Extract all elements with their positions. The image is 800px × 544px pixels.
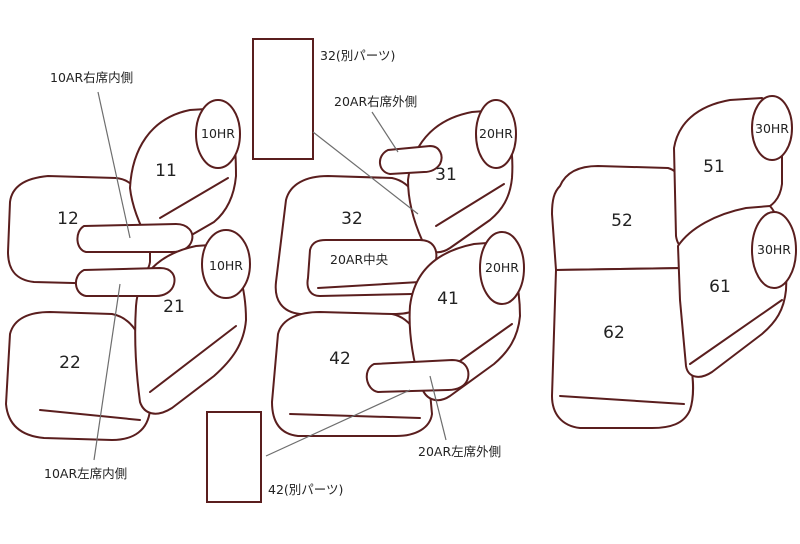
armrest-20ar-center-seam — [317, 281, 421, 289]
headrest-row2-upper — [475, 99, 517, 169]
headrest-row1-lower — [201, 229, 251, 299]
armrest-20ar-left-outer — [365, 359, 470, 393]
part-number-12: 12 — [57, 209, 79, 229]
leader-10ar-left-inner — [93, 283, 121, 461]
armrest-10ar-right-inner — [76, 223, 194, 253]
row1-seat-group — [5, 99, 251, 441]
row3-seat-group — [551, 95, 797, 429]
armrest-20ar-right-outer — [379, 145, 443, 175]
leader-lines — [93, 91, 447, 461]
seat-cushion-62-seam — [559, 395, 685, 405]
headrest-row3-lower — [751, 211, 797, 289]
headrest-label-row1-lower: 10HR — [209, 258, 243, 273]
seat-back-21-seam — [149, 325, 237, 393]
leader-part42 — [265, 389, 411, 457]
headrest-row1-upper — [195, 99, 241, 169]
seat-cushion-22-seam — [39, 409, 141, 421]
headrest-label-row2-lower: 20HR — [485, 260, 519, 275]
seat-cushion-62 — [551, 267, 694, 429]
leader-part32 — [312, 131, 419, 215]
leader-20ar-left-outer — [429, 375, 447, 441]
seat-back-11-seam — [159, 177, 229, 219]
part-number-62: 62 — [603, 323, 625, 343]
seat-cushion-22 — [5, 311, 151, 441]
headrest-row2-lower — [479, 231, 525, 305]
headrest-label-row1-upper: 10HR — [201, 126, 235, 141]
part-number-22: 22 — [59, 353, 81, 373]
callout-10ar-left-inner: 10AR左席内側 — [44, 466, 127, 481]
leader-20ar-right-outer — [371, 111, 399, 153]
part-number-11: 11 — [155, 161, 177, 181]
part-number-32: 32 — [341, 209, 363, 229]
separate-part-32-box — [252, 38, 314, 160]
callout-part42-separate: 42(別パーツ) — [268, 482, 343, 497]
headrest-label-row2-upper: 20HR — [479, 126, 513, 141]
row2-seat-group — [271, 99, 525, 437]
seat-back-31-seam — [435, 183, 505, 227]
headrest-row3-upper — [751, 95, 793, 161]
callout-10ar-right-inner: 10AR右席内側 — [50, 70, 133, 85]
part-number-61: 61 — [709, 277, 731, 297]
part-number-52: 52 — [611, 211, 633, 231]
seat-back-61-seam — [689, 299, 783, 365]
part-number-51: 51 — [703, 157, 725, 177]
callout-part32-separate: 32(別パーツ) — [320, 48, 395, 63]
callout-20ar-right-outer: 20AR右席外側 — [334, 94, 417, 109]
part-number-21: 21 — [163, 297, 185, 317]
part-number-42: 42 — [329, 349, 351, 369]
headrest-label-row3-upper: 30HR — [755, 121, 789, 136]
callout-20ar-center: 20AR中央 — [330, 252, 389, 267]
headrest-label-row3-lower: 30HR — [757, 242, 791, 257]
callout-20ar-left-outer: 20AR左席外側 — [418, 444, 501, 459]
armrest-10ar-left-inner — [75, 267, 176, 297]
separate-part-42-box — [206, 411, 262, 503]
seat-cushion-42-seam — [289, 413, 421, 419]
part-number-31: 31 — [435, 165, 457, 185]
part-number-41: 41 — [437, 289, 459, 309]
leader-10ar-right-inner — [97, 91, 131, 239]
